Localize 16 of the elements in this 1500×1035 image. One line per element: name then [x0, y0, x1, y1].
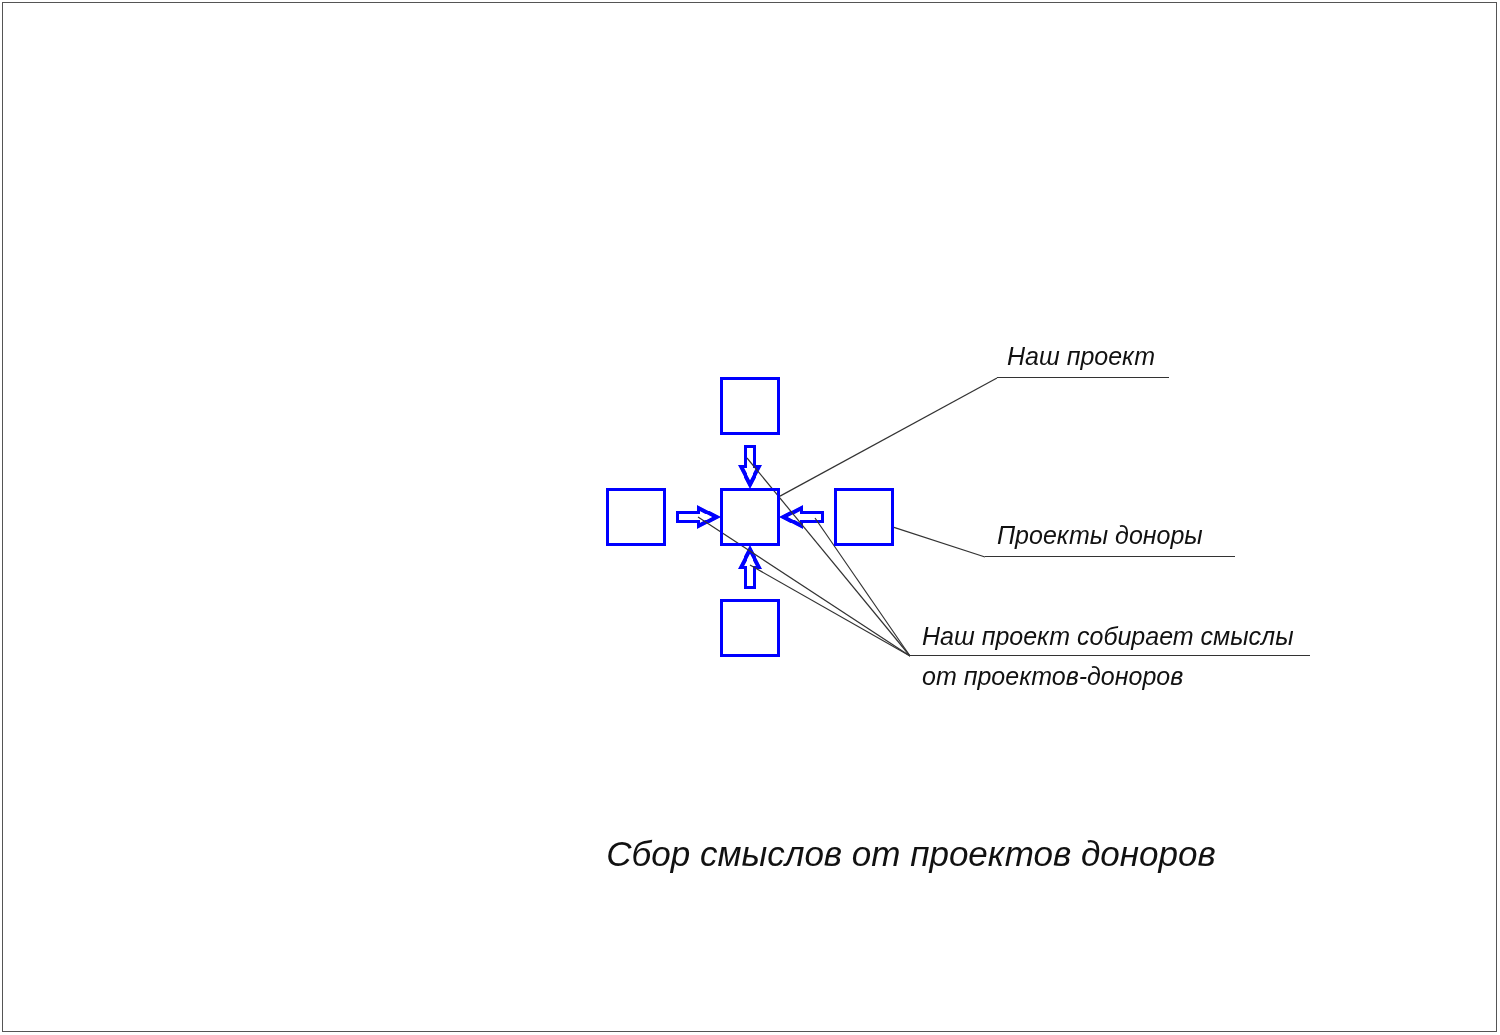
leader-line	[779, 377, 998, 497]
callout-text: Наш проект	[997, 336, 1169, 378]
leader-line	[749, 564, 911, 657]
square-box	[720, 377, 780, 435]
square-box	[720, 599, 780, 657]
block-arrow	[676, 505, 720, 529]
block-arrow	[738, 546, 762, 589]
block-arrow	[738, 445, 762, 488]
leader-line	[893, 526, 986, 558]
caption: Сбор смыслов от проектов доноров	[606, 834, 1216, 874]
square-box	[834, 488, 894, 546]
square-box	[720, 488, 780, 546]
square-box	[606, 488, 666, 546]
block-arrow	[780, 505, 824, 529]
callout-text: Проекты доноры	[985, 515, 1235, 557]
leader-line	[814, 517, 911, 657]
